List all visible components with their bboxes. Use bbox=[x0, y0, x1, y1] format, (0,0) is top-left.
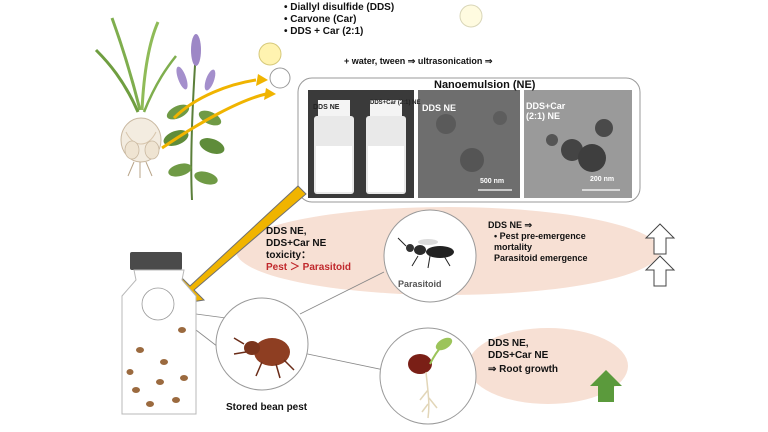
toxicity-line2: DDS+Car NE bbox=[266, 238, 327, 249]
effect-mortality: • Pest pre-emergence mortality bbox=[494, 231, 586, 252]
extraction-arrows bbox=[161, 78, 267, 150]
nanoemulsion-title: Nanoemulsion (NE) bbox=[434, 79, 536, 91]
tem-left-label: DDS NE bbox=[422, 103, 457, 113]
seedling-circle bbox=[379, 327, 477, 425]
pest-label: Stored bean pest bbox=[226, 402, 308, 413]
root-growth-text: DDS NE, DDS+Car NE ⇒ Root growth bbox=[488, 338, 558, 376]
vial-left-label: DDS NE bbox=[313, 104, 340, 111]
toxicity-line1: DDS NE, bbox=[266, 226, 307, 237]
ingredient-list: • Diallyl disulfide (DDS) • Carvone (Car… bbox=[284, 2, 394, 38]
increase-arrow-outline bbox=[644, 255, 676, 287]
parasitoid-label: Parasitoid bbox=[398, 279, 442, 289]
arrow-head bbox=[256, 74, 268, 86]
tem-image-dds bbox=[418, 90, 520, 198]
bean-weevil bbox=[233, 337, 295, 379]
tem-right-label: DDS+Car (2:1) NE bbox=[526, 101, 566, 121]
garlic-illustration bbox=[94, 17, 177, 178]
root-line1: DDS NE, bbox=[488, 338, 529, 349]
toxicity-result: Pest ＞ Parasitoid bbox=[266, 262, 352, 273]
parasitoid-wasp bbox=[397, 237, 454, 269]
effects-head: DDS NE ⇒ bbox=[488, 220, 533, 230]
scale-bar-200nm: 200 nm bbox=[590, 176, 615, 183]
oil-droplet bbox=[459, 4, 483, 28]
effects-text: DDS NE ⇒ • Pest pre-emergence mortality … bbox=[488, 220, 612, 264]
root-line3: ⇒ Root growth bbox=[488, 364, 559, 375]
oil-droplet bbox=[269, 67, 291, 89]
arrow-head bbox=[264, 88, 276, 100]
process-step: + water, tween ⇒ ultrasonication ⇒ bbox=[344, 56, 493, 66]
increase-arrow-outline bbox=[644, 223, 676, 255]
bean-seedling bbox=[408, 337, 453, 419]
storage-bottle bbox=[121, 252, 197, 415]
root-growth-ellipse bbox=[468, 328, 628, 404]
ingredient-mix: • DDS + Car (2:1) bbox=[284, 26, 364, 37]
mint-illustration bbox=[163, 34, 225, 201]
ingredient-car: • Carvone (Car) bbox=[284, 14, 357, 25]
root-line2: DDS+Car NE bbox=[488, 350, 549, 361]
effect-emergence: Parasitoid emergence bbox=[494, 253, 588, 263]
scale-bar-500nm: 500 nm bbox=[480, 178, 505, 185]
toxicity-text: DDS NE, DDS+Car NE toxicity： Pest ＞ Para… bbox=[266, 226, 351, 274]
vial-right-label: DDS+Car (2:1) NE bbox=[370, 100, 421, 106]
root-growth-up-arrow bbox=[590, 370, 622, 402]
toxicity-line3: toxicity： bbox=[266, 250, 312, 261]
ingredient-dds: • Diallyl disulfide (DDS) bbox=[284, 2, 395, 13]
oil-droplet bbox=[258, 42, 282, 66]
